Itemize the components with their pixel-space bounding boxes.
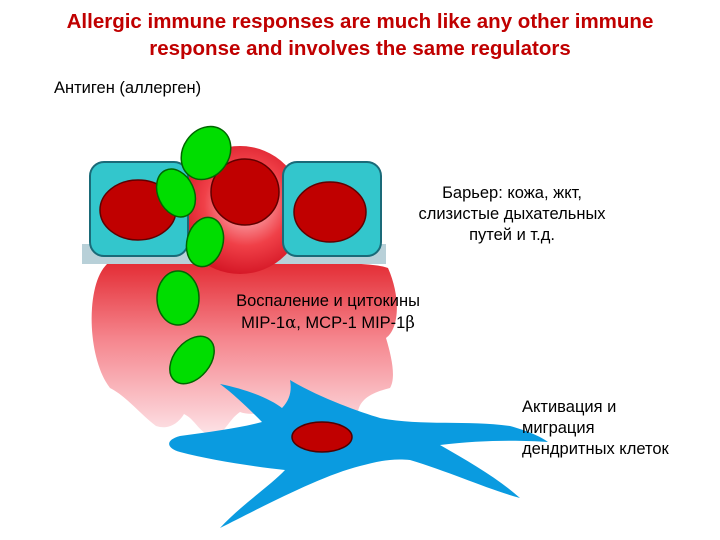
dendritic-cell-nucleus — [291, 421, 353, 453]
antigen-label-text: Антиген (аллерген) — [54, 79, 202, 97]
mcp-mip-text: , MCP-1 MIP-1 — [296, 314, 406, 332]
allergen-particle — [185, 216, 225, 268]
title-line-2: response and involves the same regulator… — [149, 37, 571, 60]
barrier-label-line-3: путей и т.д. — [469, 226, 555, 244]
cell-nucleus — [293, 181, 367, 243]
mip1-prefix: MIP-1 — [241, 314, 286, 332]
slide-title: Allergic immune responses are much like … — [0, 8, 720, 62]
allergen-particle — [180, 125, 232, 181]
allergen-particle — [155, 168, 197, 218]
inflammation-label-line-2: MIP-1α, MCP-1 MIP-1β — [241, 313, 415, 332]
title-line-1: Allergic immune responses are much like … — [66, 10, 654, 33]
activation-label-line-1: Активация и — [522, 398, 617, 416]
central-cell-nucleus — [210, 158, 280, 226]
activation-label-line-3: дендритных клеток — [522, 440, 669, 458]
barrier-label: Барьер: кожа, жкт, слизистые дыхательных… — [392, 183, 632, 246]
inflammation-label: Воспаление и цитокины MIP-1α, MCP-1 MIP-… — [212, 291, 444, 334]
activation-label: Активация и миграция дендритных клеток — [522, 397, 669, 460]
dendritic-cell — [169, 380, 548, 528]
inflammation-label-line-1: Воспаление и цитокины — [236, 292, 420, 310]
antigen-label: Антиген (аллерген) — [54, 78, 201, 99]
beta-symbol: β — [405, 313, 415, 332]
allergen-particle — [156, 270, 200, 326]
allergen-particle — [169, 335, 215, 385]
barrier-label-line-1: Барьер: кожа, жкт, — [442, 184, 582, 202]
alpha-symbol: α — [285, 313, 297, 332]
barrier-label-line-2: слизистые дыхательных — [418, 205, 606, 223]
activation-label-line-2: миграция — [522, 419, 595, 437]
